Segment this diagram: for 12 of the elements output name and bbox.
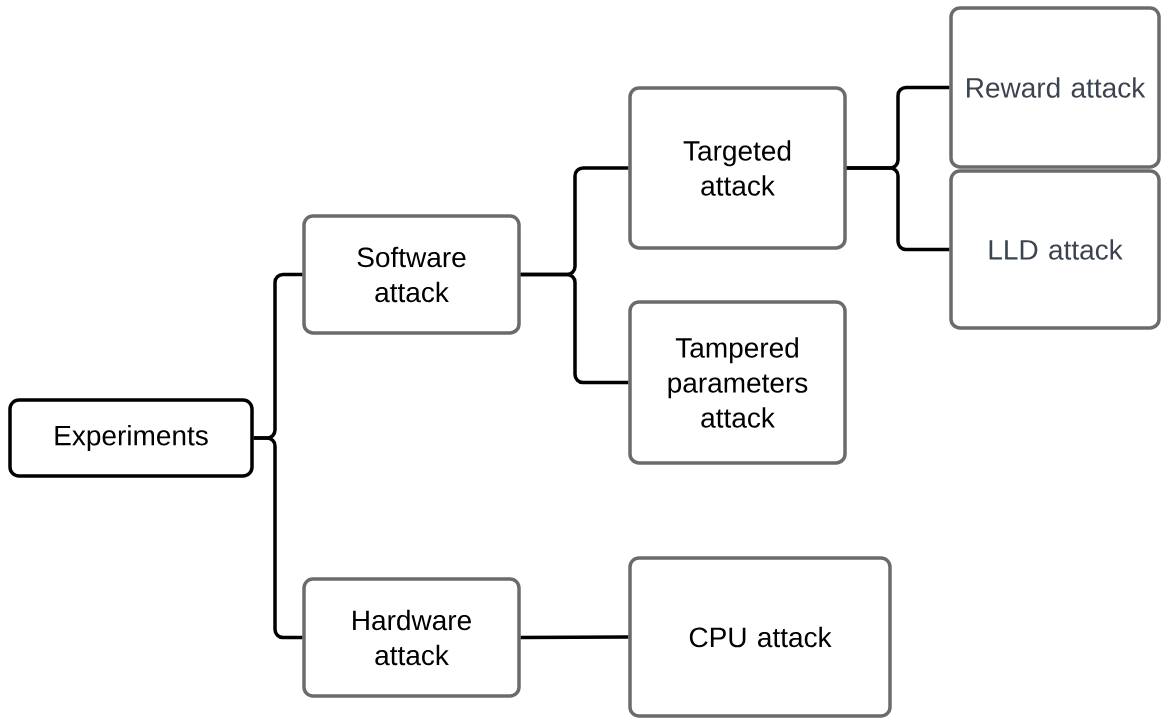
box: Hardware attack: [302, 577, 521, 698]
box: Software attack: [302, 214, 521, 335]
box: Targeted attack: [628, 86, 847, 250]
connector: [253, 436, 303, 640]
box: Experiments: [8, 398, 254, 478]
box: Reward attack: [949, 6, 1161, 169]
box: CPU attack: [628, 556, 892, 718]
connector: [520, 635, 629, 640]
connector: [520, 272, 629, 385]
connector: [846, 166, 950, 252]
box: LLD attack: [949, 169, 1161, 330]
box: Tampered parameters attack: [628, 300, 847, 465]
